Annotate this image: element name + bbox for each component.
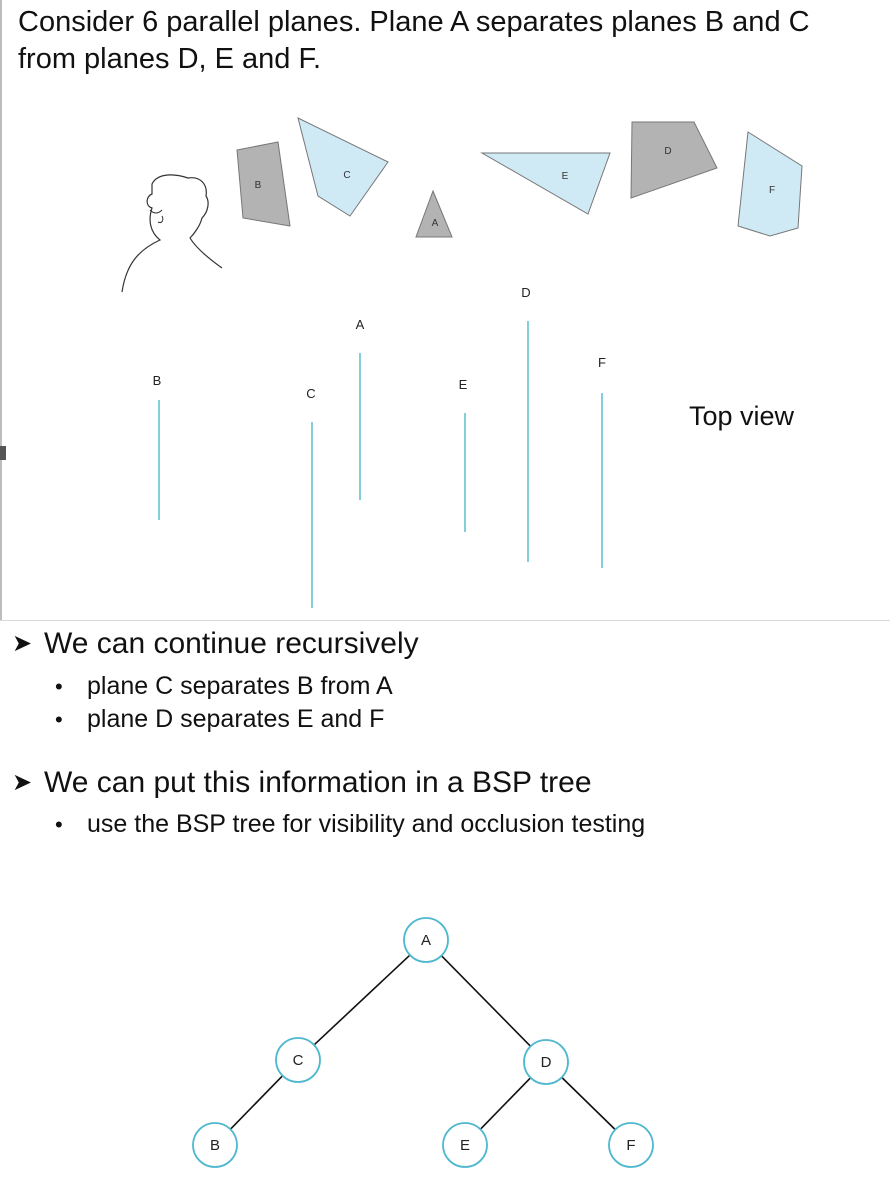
dot-bullet-icon: • — [55, 674, 63, 699]
tree-edge-c-b — [229, 1075, 284, 1130]
arrow-bullet-icon: ➤ — [12, 630, 33, 657]
top-view-diagram: B C A E D F Top view — [153, 285, 795, 608]
page-title: Consider 6 parallel planes. Plane A sepa… — [18, 4, 878, 78]
scene-plane-b-label: B — [255, 180, 262, 191]
scene-plane-a-label: A — [432, 218, 439, 229]
sub-bullet-text: plane C separates B from A — [87, 672, 393, 700]
sub-bullet-text: use the BSP tree for visibility and occl… — [87, 810, 646, 838]
bullet-bsp-tree: ➤ We can put this information in a BSP t… — [12, 765, 592, 801]
top-view-label-a: A — [356, 317, 365, 332]
tree-node-f-label: F — [626, 1137, 635, 1154]
title-line-2: from planes D, E and F. — [18, 43, 322, 75]
dot-bullet-icon: • — [55, 707, 63, 732]
scene-plane-f-label: F — [769, 185, 775, 196]
intro-panel: Consider 6 parallel planes. Plane A sepa… — [0, 0, 890, 621]
scene-plane-d — [630, 121, 718, 199]
viewer-silhouette-icon — [121, 174, 223, 293]
scene-plane-f — [737, 131, 803, 237]
tree-edge-d-e — [479, 1077, 532, 1130]
tree-node-c — [275, 1037, 321, 1083]
tree-node-d-label: D — [541, 1054, 552, 1071]
sub-bullet: • use the BSP tree for visibility and oc… — [55, 809, 645, 840]
scene-plane-c-label: C — [343, 170, 350, 181]
tree-node-c-label: C — [293, 1052, 304, 1069]
scene-plane-b — [236, 141, 291, 227]
scene-plane-c — [297, 117, 389, 217]
tree-node-d — [523, 1039, 569, 1085]
scene-plane-e-label: E — [562, 171, 569, 182]
panel-left-border — [0, 0, 2, 620]
sub-bullet: • plane D separates E and F — [55, 704, 384, 735]
top-view-label-f: F — [598, 355, 606, 370]
bullet-bsp-tree-text: We can put this information in a BSP tre… — [44, 766, 592, 799]
tree-edge-d-f — [561, 1076, 616, 1131]
tree-node-f — [608, 1122, 654, 1168]
planes-perspective-illustration: B C A E D F — [121, 117, 803, 293]
viewer-face-detail — [149, 209, 164, 223]
top-view-label-b: B — [153, 373, 162, 388]
arrow-bullet-icon: ➤ — [12, 769, 33, 796]
title-line-1: Consider 6 parallel planes. Plane A sepa… — [18, 6, 810, 38]
sub-bullet-text: plane D separates E and F — [87, 705, 385, 733]
tree-node-b-label: B — [210, 1137, 220, 1154]
top-view-label-d: D — [521, 285, 530, 300]
tree-node-a-label: A — [421, 932, 431, 949]
dot-bullet-icon: • — [55, 812, 63, 837]
bsp-tree-diagram: A C D B E F — [192, 917, 654, 1168]
sub-bullet: • plane C separates B from A — [55, 671, 393, 702]
scene-plane-d-label: D — [664, 146, 671, 157]
tree-node-b — [192, 1122, 238, 1168]
tree-edge-a-d — [440, 955, 532, 1047]
bullet-recursive-text: We can continue recursively — [44, 627, 419, 660]
scene-plane-a — [415, 189, 453, 238]
tree-edge-a-c — [313, 954, 411, 1046]
tree-node-e-label: E — [460, 1137, 470, 1154]
top-view-caption: Top view — [689, 401, 795, 431]
panel-edge-marker — [0, 446, 6, 460]
tree-node-a — [403, 917, 449, 963]
scene-plane-e — [480, 152, 611, 215]
top-view-label-c: C — [306, 386, 315, 401]
tree-node-e — [442, 1122, 488, 1168]
bullet-recursive: ➤ We can continue recursively — [12, 626, 419, 662]
top-view-label-e: E — [459, 377, 468, 392]
